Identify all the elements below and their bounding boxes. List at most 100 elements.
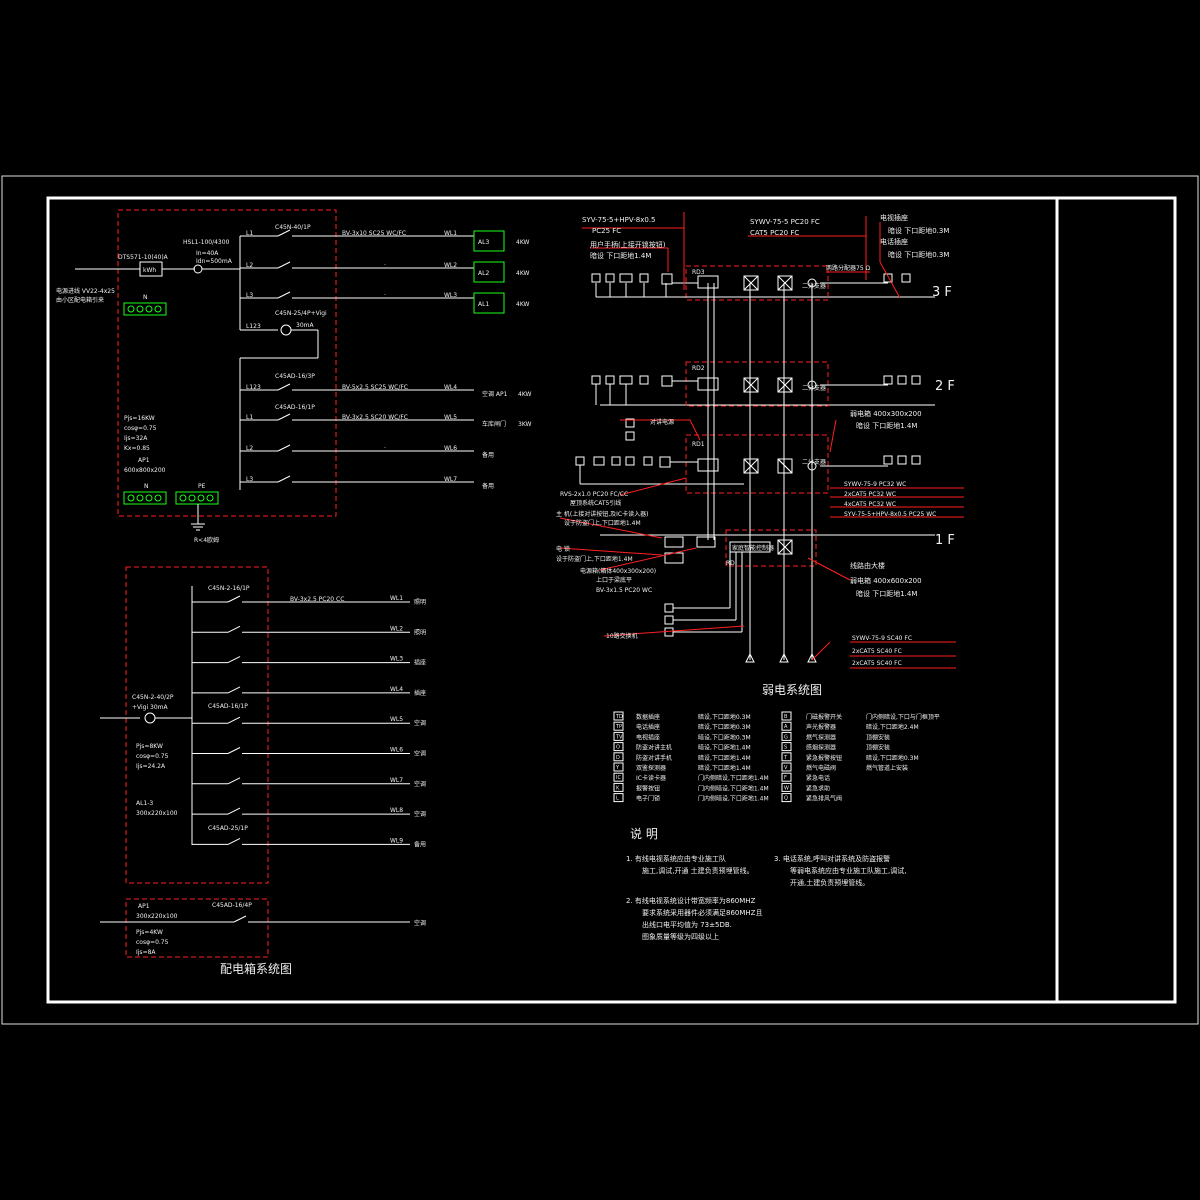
row-use: 照明 xyxy=(414,599,426,606)
row-id: WL2 xyxy=(390,625,403,632)
circuit-2-power: 4KW xyxy=(516,270,530,277)
circuit-4-id: WL4 xyxy=(444,384,457,391)
row-use: 空调 xyxy=(414,750,426,758)
handset-label-2: 暗设 下口距地1.4M xyxy=(590,251,651,260)
ap1-ijs: Ijs=8A xyxy=(136,949,156,956)
legend-symbol-icon xyxy=(781,711,792,721)
legend-symbol-icon xyxy=(781,752,792,762)
note-1-line-1: 1. 有线电视系统应由专业施工队 xyxy=(626,854,726,863)
legend-note: 暗设,下口距地1.4M xyxy=(698,744,751,752)
circuit-4-breaker: C45AD-16/3P xyxy=(275,373,315,380)
legend-name: 门磁报警开关 xyxy=(806,713,842,721)
circuit-7-target: 备用 xyxy=(482,482,494,490)
left-diagram-title: 配电箱系统图 xyxy=(220,961,292,976)
row-switch xyxy=(227,807,241,815)
ap1-size: 300x220x100 xyxy=(136,913,178,920)
circuit-7-phase: L3 xyxy=(246,476,253,483)
weak-diagram-title: 弱电系统图 xyxy=(762,683,822,697)
panel-box-name: AP1 xyxy=(138,457,150,464)
rcd-model: C45N-25/4P+Vigi xyxy=(275,310,327,317)
right-cable-2: 2xCAT5 PC32 WC xyxy=(844,491,896,498)
legend-name: 紧急求助 xyxy=(806,784,830,792)
row-switch xyxy=(227,716,241,724)
floor-pjs: Pjs=8KW xyxy=(136,743,163,750)
weak-box-label-1: 弱电箱 400x300x200 xyxy=(850,409,922,418)
legend-symbol-code: TV xyxy=(615,734,623,740)
circuit-5-power: 3KW xyxy=(518,421,532,428)
n-bar-top xyxy=(123,302,167,316)
legend-symbol-icon xyxy=(613,772,624,782)
top-cable-1b: PC25 FC xyxy=(592,227,621,235)
ap1-breaker: C45AD-16/4P xyxy=(212,902,252,909)
legend-symbol-code: S xyxy=(784,745,787,751)
power-box-label-1: 电源箱(箱体400x300x200) xyxy=(580,567,656,575)
circuit-1-target: AL3 xyxy=(478,239,489,246)
legend-symbol-code: W xyxy=(784,785,789,791)
circuit-2-target: AL2 xyxy=(478,270,489,277)
ap1-use: 空调 xyxy=(414,919,426,927)
rvs-label: RVS-2x1.0 PC20 FC/CC xyxy=(560,491,628,498)
row-id: WL3 xyxy=(390,656,403,663)
earth-label: R<4欧姆 xyxy=(194,536,219,544)
legend-name: 燃气探测器 xyxy=(806,733,836,741)
top-cable-3: CAT5 PC20 FC xyxy=(750,229,799,237)
row-use: 照明 xyxy=(414,629,426,636)
legend-symbol-icon xyxy=(781,772,792,782)
circuit-6-phase: L2 xyxy=(246,445,253,452)
row-switch xyxy=(227,656,241,664)
circuit-5-target: 车库闸门 xyxy=(482,420,506,428)
top-cable-2: SYWV-75-5 PC20 FC xyxy=(750,218,820,226)
power-box-label-3: BV-3x1.5 PC20 WC xyxy=(596,587,652,594)
circuit-2-cable: · xyxy=(384,262,386,269)
circuit-4-phase: L123 xyxy=(246,384,261,391)
meter-model: DTS571-10(40)A xyxy=(118,254,169,261)
incoming-cable-1: 电源进线 VV22-4x25 xyxy=(56,287,115,295)
ap1-cos: cosφ=0.75 xyxy=(136,939,169,946)
n-bar xyxy=(123,491,167,505)
legend-note: 暗设,下口距地1.4M xyxy=(698,764,751,772)
legend-symbol-icon xyxy=(781,742,792,752)
notes-heading: 说 明 xyxy=(630,826,658,841)
tv-socket-label-1: 电视插座 xyxy=(880,213,908,222)
circuit-3-power: 4KW xyxy=(516,301,530,308)
main-breaker-idn: Idn=500mA xyxy=(196,258,233,265)
legend-name: 防盗对讲手机 xyxy=(636,754,672,762)
circuit-3-cable: · xyxy=(384,292,386,299)
ap1-pjs: Pjs=4KW xyxy=(136,929,163,936)
legend-symbol-icon xyxy=(613,711,624,721)
notes: 说 明 1. 有线电视系统应由专业施工队 施工,调试,开通 土建负责预埋管线。 … xyxy=(626,826,906,941)
legend-symbol-code: TP xyxy=(615,724,622,730)
power-box-label-2: 上口于梁底平 xyxy=(596,576,632,584)
legend-note: 暗设,下口距地0.3M xyxy=(698,733,751,741)
legend-name: 电话插座 xyxy=(636,723,660,731)
legend-note: 燃气管道上安装 xyxy=(866,764,908,772)
main-breaker-model: HSL1-100/4300 xyxy=(183,239,230,246)
note-3-line-3: 开通,土建负责预埋管线。 xyxy=(790,878,869,887)
legend-name: 报警按钮 xyxy=(636,784,660,792)
tv-socket-label-2: 暗设 下口距地0.3M xyxy=(888,226,949,235)
circuit-4-cable: BV-5x2.5 SC25 WC/FC xyxy=(342,384,408,391)
floor-box-size: 300x220x100 xyxy=(136,810,178,817)
floor-ijs: Ijs=24.2A xyxy=(136,763,166,770)
panel-kx: Kx=0.85 xyxy=(124,445,150,452)
handset-label-1: 用户手柄(上接开锁按钮) xyxy=(590,240,666,249)
legend-symbol-icon xyxy=(781,762,792,772)
note-2-line-1: 2. 有线电视系统设计带宽频率为860MHZ xyxy=(626,896,756,905)
circuit-1-cable: BV-3x10 SC25 WC/FC xyxy=(342,230,406,237)
distributor-2f: 二分支器 xyxy=(802,384,826,392)
legend-note: 门内侧暗设,下口距地1.4M xyxy=(698,784,769,792)
legend-symbol-code: O xyxy=(616,745,620,751)
legend-symbol-code: B xyxy=(784,714,788,720)
row-id: WL7 xyxy=(390,777,403,784)
row-id: WL4 xyxy=(390,686,403,693)
row-use: 备用 xyxy=(414,840,426,848)
circuit-1-power: 4KW xyxy=(516,239,530,246)
rd-label: RD xyxy=(726,560,735,567)
floor-label-2f: 2 F xyxy=(935,379,955,394)
row-id: WL6 xyxy=(390,747,403,754)
